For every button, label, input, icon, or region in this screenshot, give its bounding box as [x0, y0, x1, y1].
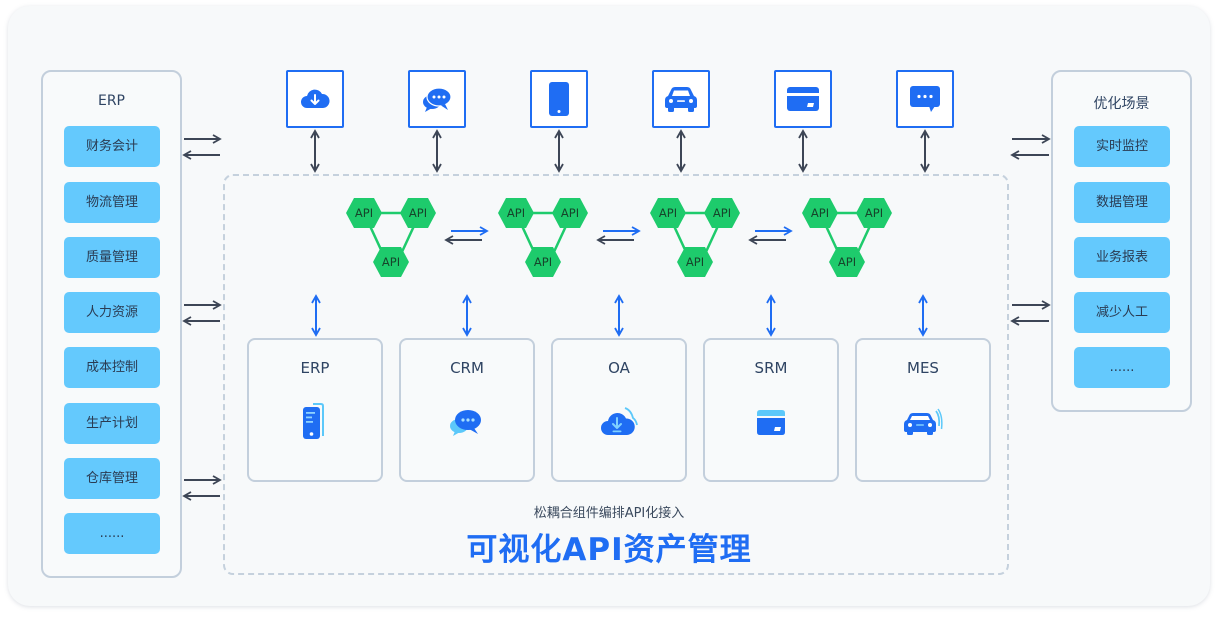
mobile-phone-icon	[549, 82, 569, 116]
scenarios-panel: 优化场景 实时监控 数据管理 业务报表 减少人工 ......	[1051, 70, 1192, 412]
api-node[interactable]: API	[801, 197, 839, 229]
erp-item-hr[interactable]: 人力资源	[64, 292, 160, 333]
scenario-item-monitoring[interactable]: 实时监控	[1074, 126, 1170, 167]
api-management-container	[223, 174, 1009, 575]
credit-card-icon	[787, 87, 819, 111]
api-node[interactable]: API	[345, 197, 383, 229]
api-node[interactable]: API	[676, 246, 714, 278]
api-node[interactable]: API	[399, 197, 437, 229]
car-icon	[665, 87, 697, 112]
top-icon-box-1[interactable]	[286, 70, 344, 128]
chat-bubbles-icon	[450, 410, 481, 436]
scenario-item-data[interactable]: 数据管理	[1074, 182, 1170, 223]
container-title: 可视化API资产管理	[466, 532, 752, 568]
cloud-download-icon	[601, 407, 638, 435]
api-node[interactable]: API	[372, 246, 410, 278]
scenario-item-reports[interactable]: 业务报表	[1074, 237, 1170, 278]
system-box-erp[interactable]: ERP	[247, 338, 383, 482]
api-cluster-4[interactable]: API API API	[801, 197, 895, 279]
scenario-item-more[interactable]: ......	[1074, 347, 1170, 388]
api-node[interactable]: API	[828, 246, 866, 278]
top-icon-box-4[interactable]	[652, 70, 710, 128]
scenarios-panel-title: 优化场景	[1093, 96, 1150, 112]
top-icon-box-6[interactable]	[896, 70, 954, 128]
erp-item-warehouse[interactable]: 仓库管理	[64, 458, 160, 499]
system-label: OA	[608, 359, 630, 377]
cloud-download-icon	[301, 89, 330, 108]
diagram-card	[8, 6, 1210, 606]
top-icon-box-2[interactable]	[408, 70, 466, 128]
api-cluster-1[interactable]: API API API	[345, 197, 439, 279]
credit-card-icon	[757, 410, 785, 435]
container-subtitle: 松耦合组件编排API化接入	[533, 506, 685, 521]
erp-item-logistics[interactable]: 物流管理	[64, 182, 160, 223]
api-node[interactable]: API	[703, 197, 741, 229]
car-icon	[904, 408, 943, 435]
chat-bubbles-icon	[423, 87, 452, 112]
system-label: SRM	[754, 359, 788, 377]
api-node[interactable]: API	[649, 197, 687, 229]
erp-item-quality[interactable]: 质量管理	[64, 237, 160, 278]
system-box-mes[interactable]: MES	[855, 338, 991, 482]
api-cluster-2[interactable]: API API API	[497, 197, 591, 279]
system-label: ERP	[300, 359, 330, 377]
top-icon-box-5[interactable]	[774, 70, 832, 128]
mobile-device-icon	[303, 403, 324, 439]
api-cluster-3[interactable]: API API API	[649, 197, 743, 279]
system-box-crm[interactable]: CRM	[399, 338, 535, 482]
erp-item-finance[interactable]: 财务会计	[64, 126, 160, 167]
system-label: MES	[907, 359, 939, 377]
api-node[interactable]: API	[551, 197, 589, 229]
top-icon-box-3[interactable]	[530, 70, 588, 128]
scenario-item-reduce-labor[interactable]: 减少人工	[1074, 292, 1170, 333]
system-box-oa[interactable]: OA	[551, 338, 687, 482]
api-node[interactable]: API	[497, 197, 535, 229]
erp-panel: ERP 财务会计 物流管理 质量管理 人力资源 成本控制 生产计划 仓库管理 .…	[41, 70, 182, 578]
api-node[interactable]: API	[855, 197, 893, 229]
system-label: CRM	[450, 359, 484, 377]
message-icon	[910, 86, 940, 112]
erp-panel-title: ERP	[97, 93, 125, 109]
api-node[interactable]: API	[524, 246, 562, 278]
erp-item-cost[interactable]: 成本控制	[64, 347, 160, 388]
erp-item-more[interactable]: ......	[64, 513, 160, 554]
erp-item-production[interactable]: 生产计划	[64, 403, 160, 444]
system-box-srm[interactable]: SRM	[703, 338, 839, 482]
